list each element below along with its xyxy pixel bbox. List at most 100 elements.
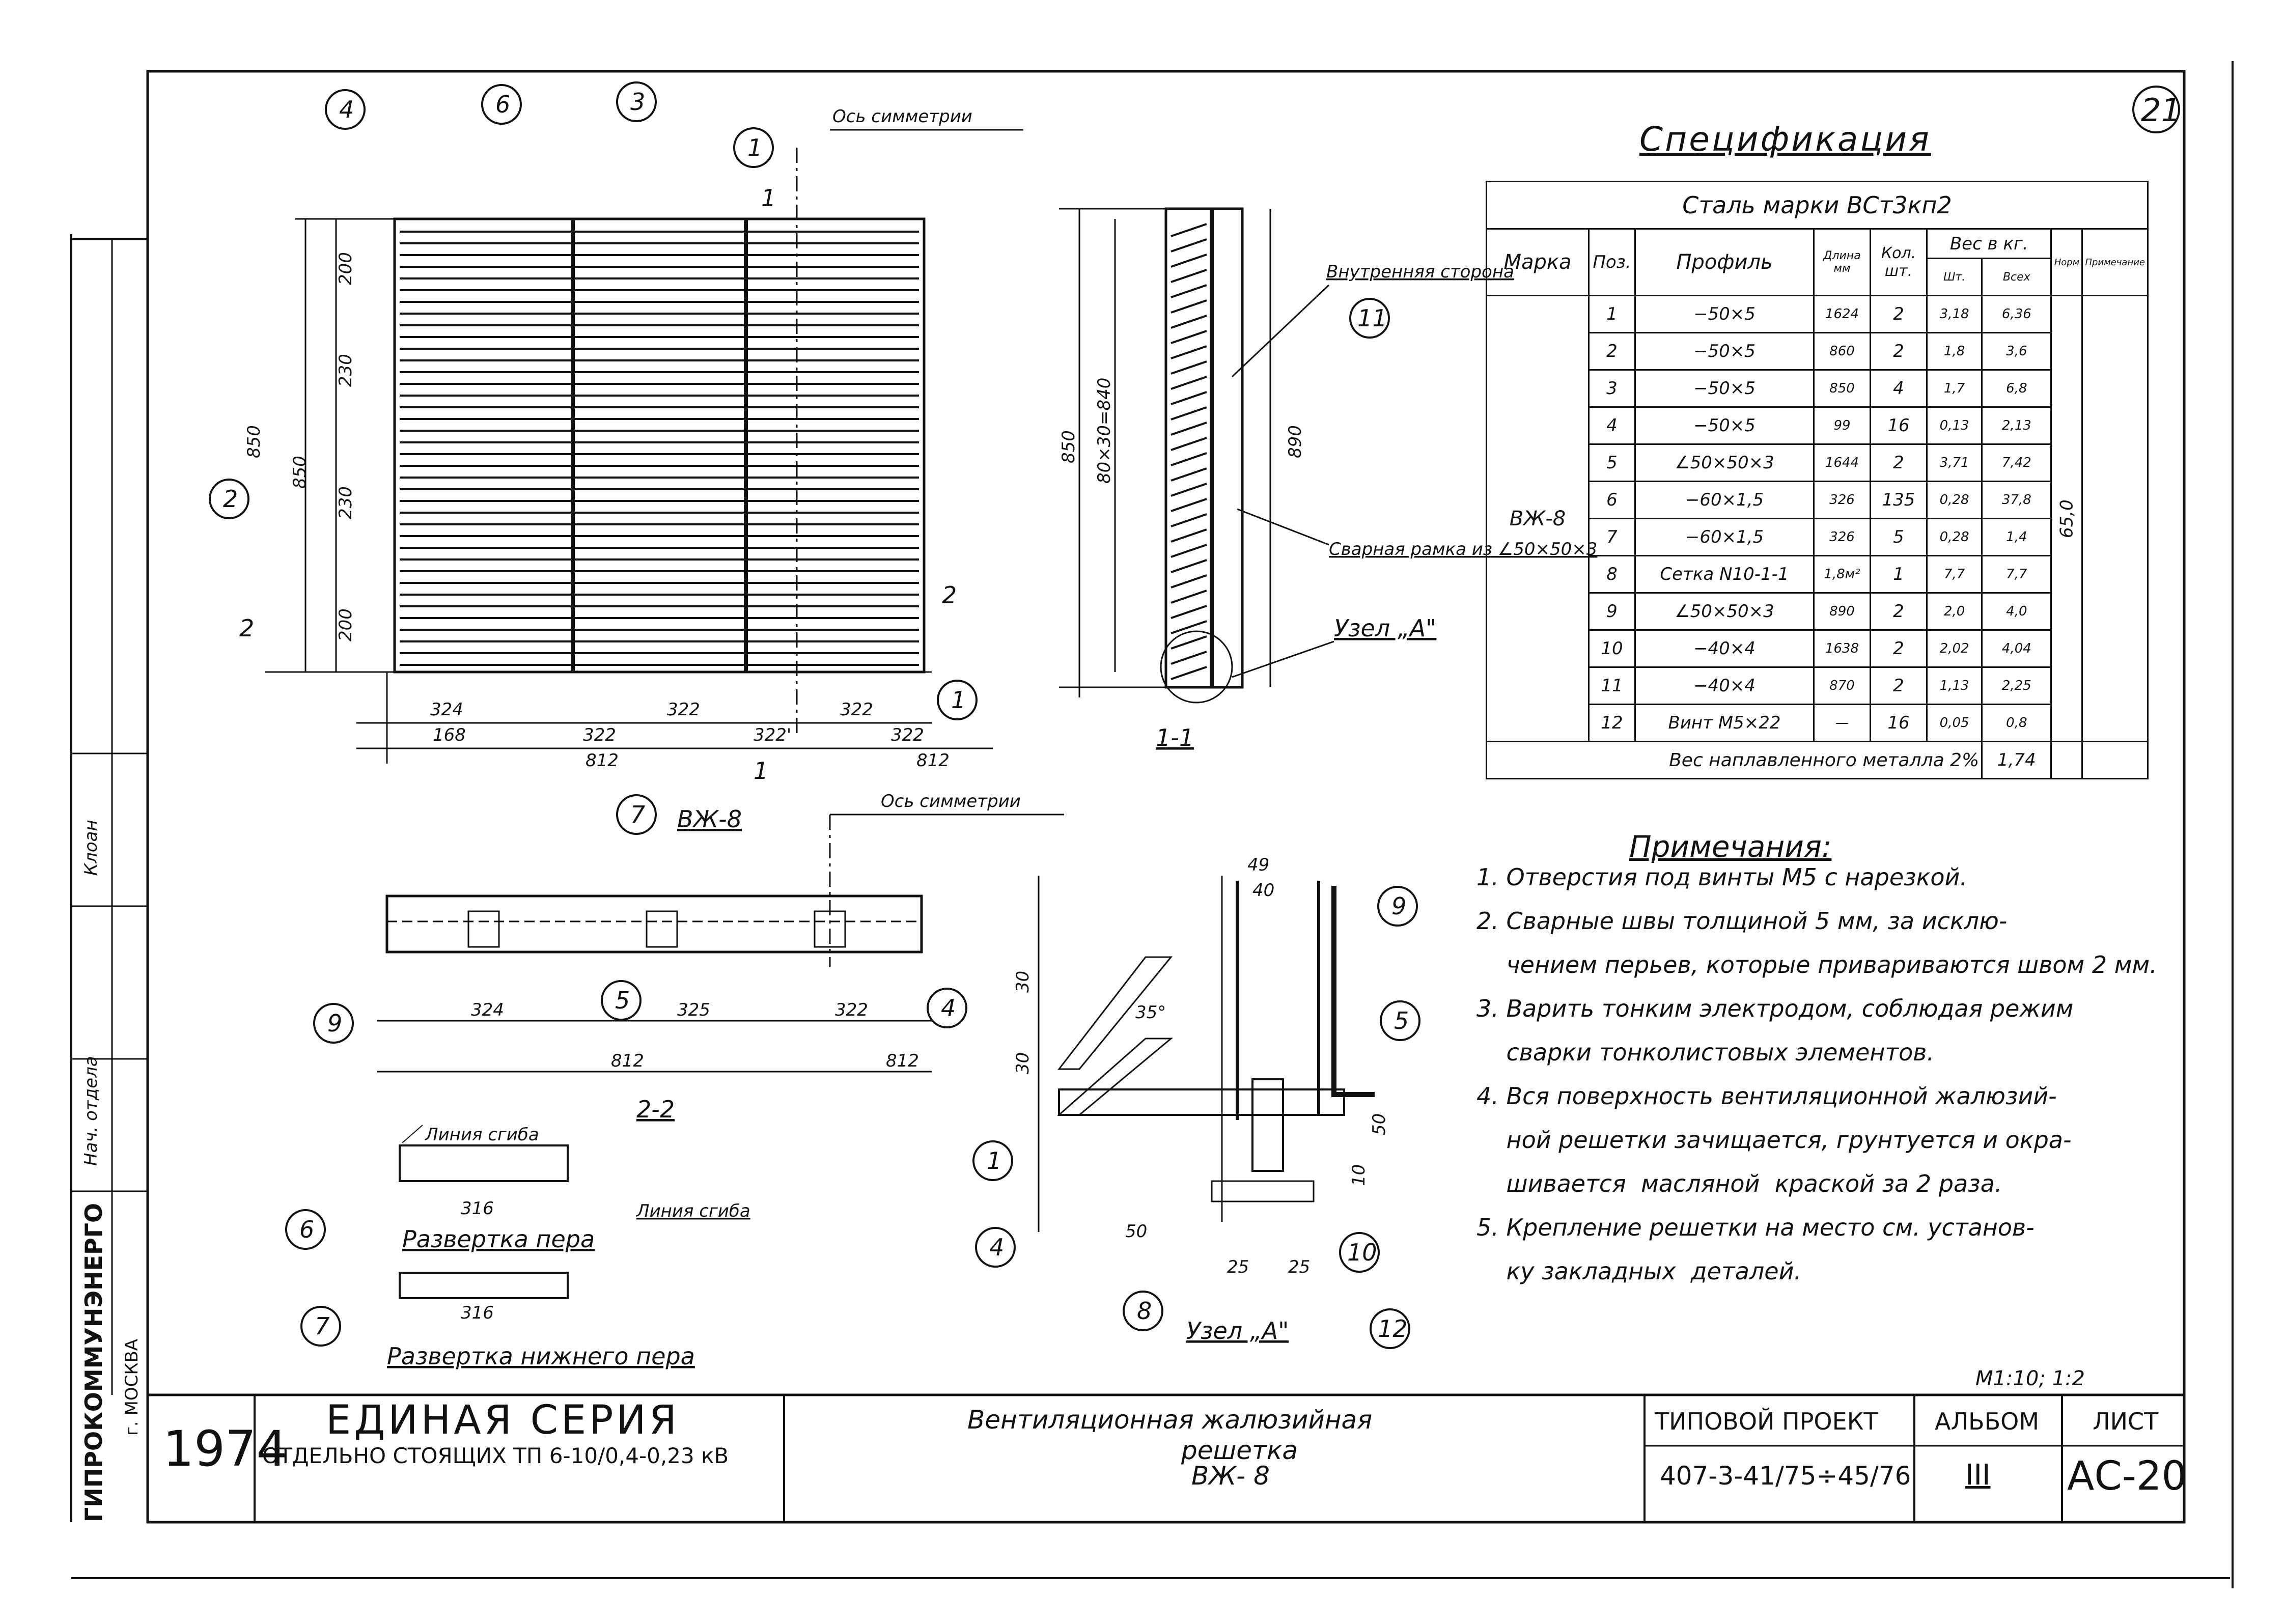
spec-cell-length: 870 xyxy=(1813,666,1871,705)
callout-circle xyxy=(325,89,366,130)
spec-cell-qty: 2 xyxy=(1870,629,1928,668)
svg-text:850: 850 xyxy=(244,425,264,458)
section-slat xyxy=(1171,254,1207,268)
svg-text:316: 316 xyxy=(461,1303,494,1323)
svg-text:49: 49 xyxy=(1247,855,1269,875)
callout-number: 6 xyxy=(495,91,510,118)
spec-header-qty: Кол. шт. xyxy=(1870,228,1928,296)
spec-cell-unit: 1,8 xyxy=(1926,332,1983,371)
spec-cell-unit: 7,7 xyxy=(1926,555,1983,594)
svg-text:200: 200 xyxy=(336,252,356,285)
svg-text:322: 322 xyxy=(840,699,873,720)
scale: М1:10; 1:2 xyxy=(1975,1367,2085,1390)
callout-number: 12 xyxy=(1378,1315,1408,1342)
spec-cell-length: 850 xyxy=(1813,369,1871,408)
spec-cell-unit: 1,13 xyxy=(1926,666,1983,705)
callout-number: 10 xyxy=(1347,1239,1377,1266)
callout-number: 7 xyxy=(630,801,645,828)
callout-number: 11 xyxy=(1357,304,1387,332)
callout-circle xyxy=(972,1140,1013,1181)
section-slat xyxy=(1171,467,1207,482)
callout-circle xyxy=(616,794,657,835)
svg-text:2: 2 xyxy=(239,614,254,642)
spec-cell-length: — xyxy=(1813,704,1871,742)
svg-text:Развертка пера: Развертка пера xyxy=(402,1225,595,1253)
spec-cell-qty: 4 xyxy=(1870,369,1928,408)
spec-cell-length: 99 xyxy=(1813,406,1871,445)
spec-header-weight: Вес в кг. xyxy=(1926,228,2052,259)
spec-cell-qty: 2 xyxy=(1870,295,1928,333)
svg-text:21: 21 xyxy=(2141,92,2181,129)
unfold-lower: Линия сгиба 316 Развертка нижнего пера xyxy=(387,1201,750,1370)
spec-cell-profile: −50×5 xyxy=(1634,369,1815,408)
spec-cell-qty: 135 xyxy=(1870,481,1928,519)
callout-number: 9 xyxy=(1391,892,1406,920)
spec-cell-unit: 0,05 xyxy=(1926,704,1983,742)
spec-total: 65,0 xyxy=(2051,295,2082,742)
callout-number: 1 xyxy=(987,1147,1001,1174)
callout-number: 9 xyxy=(327,1010,342,1037)
notes-title: Примечания: xyxy=(1629,829,1832,864)
spec-cell-length: 326 xyxy=(1813,481,1871,519)
spec-cell-qty: 16 xyxy=(1870,406,1928,445)
spec-cell-unit: 2,0 xyxy=(1926,592,1983,631)
spec-cell-all: 4,0 xyxy=(1981,592,2052,631)
section-slat xyxy=(1171,528,1207,543)
side-org: ГИПРОКОММУНЭНЕРГО xyxy=(80,1203,107,1522)
spec-weld-value: 1,74 xyxy=(1981,741,2052,779)
note-line: 3. Варить тонким электродом, соблюдая ре… xyxy=(1476,995,2074,1022)
callout-circle xyxy=(1377,886,1418,927)
sheet-frame xyxy=(70,61,2234,1588)
svg-text:322: 322 xyxy=(835,1000,868,1020)
svg-text:Ось симметрии: Ось симметрии xyxy=(832,106,972,127)
spec-cell-all: 4,04 xyxy=(1981,629,2052,668)
spec-header-all: Всех xyxy=(1981,258,2052,296)
spec-cell-pos: 10 xyxy=(1588,629,1636,668)
spec-cell-qty: 1 xyxy=(1870,555,1928,594)
section-slat xyxy=(1171,422,1207,436)
side-role1: Нач. отдела xyxy=(81,1056,101,1166)
spec-cell-unit: 3,18 xyxy=(1926,295,1983,333)
spec-steel: Сталь марки ВСт3кп2 xyxy=(1486,181,2149,230)
spec-cell-pos: 3 xyxy=(1588,369,1636,408)
svg-text:Развертка нижнего пера: Развертка нижнего пера xyxy=(387,1342,695,1370)
section-slat xyxy=(1171,406,1207,421)
spec-cell-unit: 2,02 xyxy=(1926,629,1983,668)
spec-cell-profile: −50×5 xyxy=(1634,406,1815,445)
callout-number: 4 xyxy=(989,1234,1004,1261)
spec-header-mark: Марка xyxy=(1486,228,1590,296)
callout-circle xyxy=(616,81,657,122)
callout-circle xyxy=(927,988,967,1028)
svg-text:316: 316 xyxy=(461,1198,494,1219)
spec-cell-length: 326 xyxy=(1813,518,1871,556)
spec-cell-profile: −50×5 xyxy=(1634,295,1815,333)
section-slat xyxy=(1171,605,1207,619)
spec-cell-pos: 12 xyxy=(1588,704,1636,742)
spec-cell-profile: ∠50×50×3 xyxy=(1634,592,1815,631)
spec-table: Сталь марки ВСт3кп2 Марка Поз. Профиль Д… xyxy=(1485,181,2149,779)
callout-circle xyxy=(1370,1308,1410,1349)
spec-cell-profile: −50×5 xyxy=(1634,332,1815,371)
callout-circle xyxy=(975,1227,1016,1268)
section-slat xyxy=(1171,513,1207,527)
svg-text:25: 25 xyxy=(1288,1257,1310,1277)
svg-text:812: 812 xyxy=(586,750,619,771)
section-slat xyxy=(1171,620,1207,634)
svg-text:890: 890 xyxy=(1285,425,1305,458)
section-slat xyxy=(1171,376,1207,390)
stamp-series-title: ЕДИНАЯ СЕРИЯ xyxy=(326,1397,680,1443)
svg-text:50: 50 xyxy=(1369,1113,1389,1135)
stamp-project-label: ТИПОВОЙ ПРОЕКТ xyxy=(1655,1408,1878,1435)
spec-cell-length: 1638 xyxy=(1813,629,1871,668)
note-line: шивается масляной краской за 2 раза. xyxy=(1476,1170,2002,1197)
svg-text:324: 324 xyxy=(471,1000,504,1020)
spec-cell-all: 2,25 xyxy=(1981,666,2052,705)
spec-cell-pos: 6 xyxy=(1588,481,1636,519)
spec-cell-pos: 7 xyxy=(1588,518,1636,556)
spec-cell-pos: 9 xyxy=(1588,592,1636,631)
